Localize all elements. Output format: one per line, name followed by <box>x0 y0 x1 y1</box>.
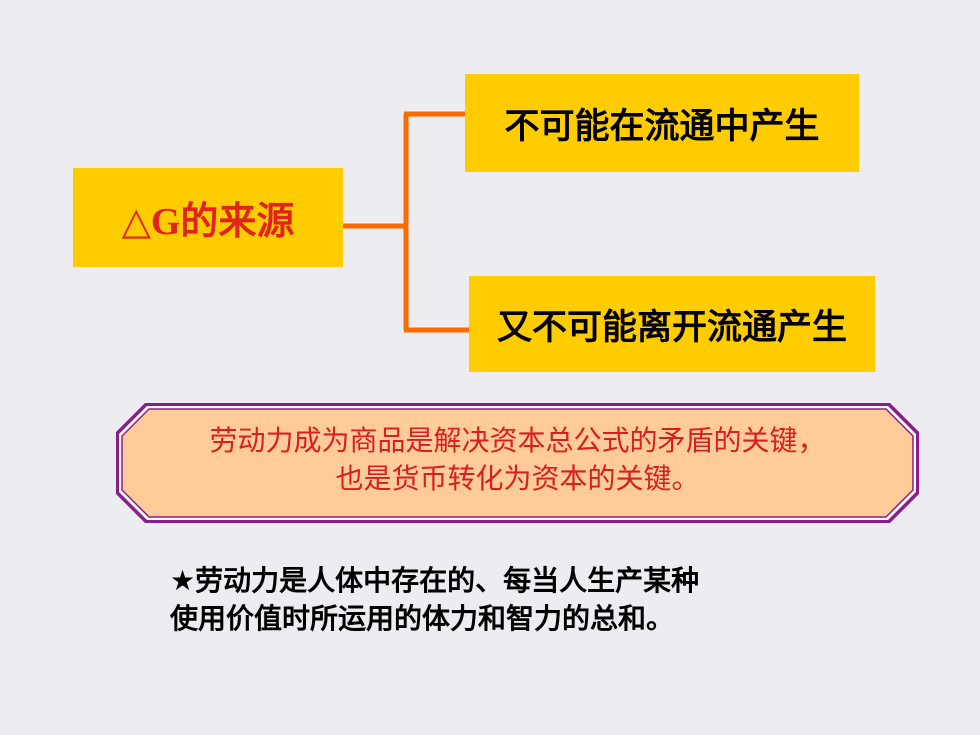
key-callout-text: 劳动力成为商品是解决资本总公式的矛盾的关键， 也是货币转化为资本的关键。 <box>115 422 920 498</box>
branch-label-top: 不可能在流通中产生 <box>504 106 820 147</box>
key-callout-shape <box>116 403 919 523</box>
key-callout-line-1: 劳动力成为商品是解决资本总公式的矛盾的关键， <box>209 424 826 457</box>
branch-label-bottom: 又不可能离开流通产生 <box>496 307 847 348</box>
definition-line-2: 使用价值时所运用的体力和智力的总和。 <box>170 602 675 635</box>
branch-box-bottom: 又不可能离开流通产生 <box>469 276 875 372</box>
key-callout-line-2: 也是货币转化为资本的关键。 <box>335 462 700 495</box>
source-box: △G的来源 <box>73 168 343 267</box>
source-label: △G的来源 <box>121 201 295 243</box>
definition-line-1: ★劳动力是人体中存在的、每当人生产某种 <box>170 564 700 597</box>
labor-power-definition: ★劳动力是人体中存在的、每当人生产某种 使用价值时所运用的体力和智力的总和。 <box>170 562 930 638</box>
callout-fill <box>121 408 914 518</box>
branch-box-top: 不可能在流通中产生 <box>465 74 859 172</box>
